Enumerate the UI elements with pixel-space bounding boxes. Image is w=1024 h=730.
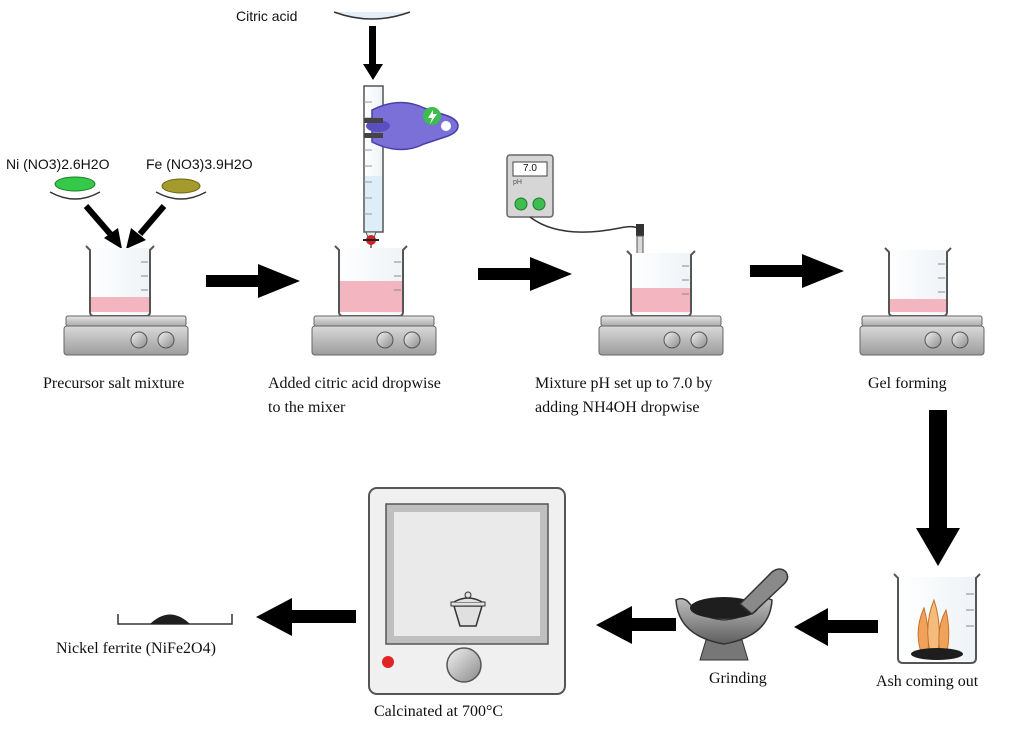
fe-salt-arrow: [126, 204, 167, 249]
ph-meter-display: 7.0: [523, 163, 537, 174]
beaker-citric: [334, 245, 408, 317]
ph-probe-cable: [529, 216, 642, 233]
step-gel-label: Gel forming: [868, 375, 947, 392]
flow-arrow-left-2: [596, 606, 676, 644]
hotplate-stirrer-3: [598, 315, 724, 356]
burette-clamp: [364, 101, 459, 151]
hotplate-stirrer-1: [63, 315, 189, 356]
step-citric-label-line2: to the mixer: [268, 399, 346, 416]
flow-arrow-left-3: [256, 598, 356, 636]
fe-salt-dish: [155, 178, 207, 200]
ash-pile: [911, 648, 963, 660]
step-calcination-label: Calcinated at 700°C: [374, 703, 504, 720]
citric-acid-arrow: [363, 26, 383, 80]
ni-salt-dish: [49, 176, 101, 200]
fe-salt-label: Fe (NO3)3.9H2O: [146, 156, 253, 172]
beaker-precursor: [85, 245, 155, 317]
step-ash-label: Ash coming out: [876, 673, 979, 690]
flow-arrow-2: [478, 257, 572, 291]
step-citric-label-line1: Added citric acid dropwise: [268, 375, 441, 392]
ni-salt-arrow: [83, 204, 122, 249]
mortar-and-pestle: [675, 568, 789, 661]
step-grinding-label: Grinding: [709, 670, 767, 687]
beaker-ph: [626, 250, 696, 317]
hotplate-stirrer-2: [311, 315, 437, 356]
flow-arrow-3: [750, 254, 844, 288]
step-ph-label-line1: Mixture pH set up to 7.0 by: [535, 375, 713, 392]
step-ph-label-line2: adding NH4OH dropwise: [535, 399, 700, 416]
citric-acid-label: Citric acid: [236, 8, 298, 24]
beaker-gel: [884, 247, 952, 317]
step-precursor-label: Precursor salt mixture: [43, 375, 185, 392]
flow-arrow-left-1: [794, 608, 878, 646]
citric-acid-dish: [333, 11, 411, 20]
product-label: Nickel ferrite (NiFe2O4): [56, 640, 216, 657]
ph-meter-unit: pH: [513, 179, 522, 186]
ni-salt-label: Ni (NO3)2.6H2O: [6, 156, 110, 172]
hotplate-stirrer-4: [859, 315, 985, 356]
flames: [917, 598, 950, 653]
flow-arrow-1: [206, 264, 300, 298]
product-dish: [117, 614, 233, 625]
muffle-furnace: [368, 487, 566, 695]
flow-arrow-down: [916, 410, 960, 566]
crucible: [450, 591, 486, 627]
